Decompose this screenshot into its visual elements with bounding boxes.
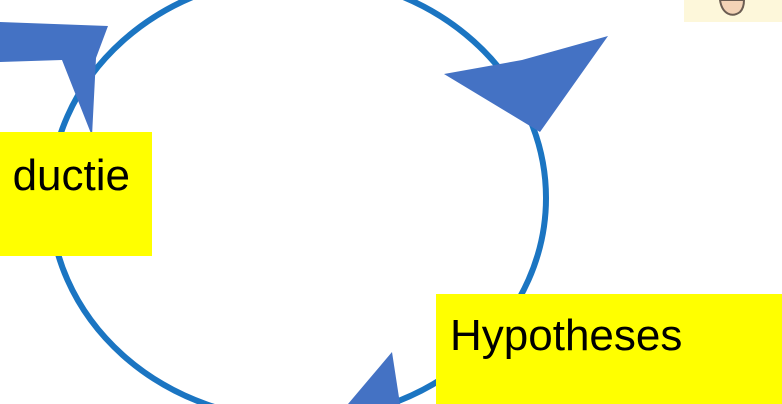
clipart-figure-icon <box>718 0 746 16</box>
arrowhead-top-right-icon <box>444 36 608 132</box>
label-hypotheses: Hypotheses <box>436 294 782 404</box>
arrowhead-bottom-icon <box>348 352 400 404</box>
label-inductie: ductie <box>0 132 152 256</box>
corner-thumbnail <box>684 0 782 22</box>
arrowhead-top-left-icon <box>0 22 108 136</box>
